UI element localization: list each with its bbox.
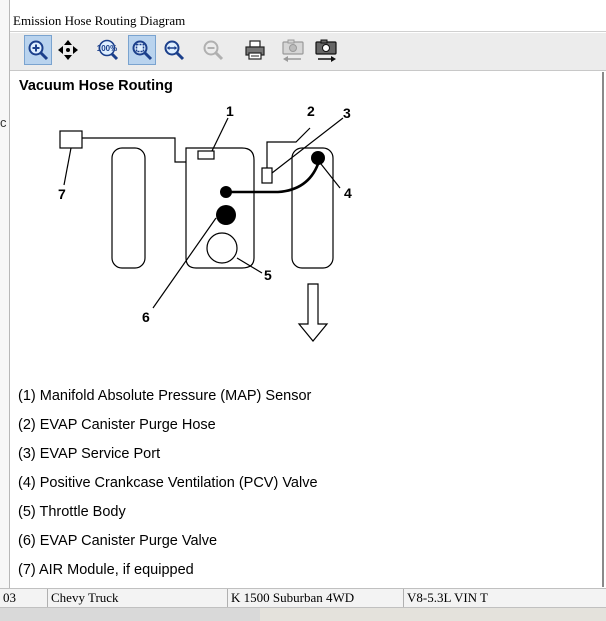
callout-5: 5 [264, 267, 272, 283]
left-panel-edge: c [0, 0, 10, 621]
diagram-window: Emission Hose Routing Diagram [10, 0, 606, 588]
pan-icon [58, 40, 78, 60]
zoom-in-button[interactable] [24, 35, 52, 65]
zoom-out-icon [203, 40, 224, 61]
callout-4: 4 [344, 185, 352, 201]
throttle-body-leader [236, 257, 263, 274]
legend-item: (6) EVAP Canister Purge Valve [18, 533, 218, 549]
map-sensor [197, 150, 215, 160]
air-module-hose [82, 137, 186, 163]
next-image-button[interactable] [312, 35, 340, 65]
pan-button[interactable] [54, 35, 82, 65]
callout-2: 2 [307, 103, 315, 119]
window-title: Emission Hose Routing Diagram [13, 13, 186, 28]
legend-item: (1) Manifold Absolute Pressure (MAP) Sen… [18, 388, 312, 404]
pcv-hose [226, 163, 320, 194]
zoom-out-button[interactable] [199, 35, 227, 65]
evap-port-leader [271, 117, 344, 174]
legend-item: (4) Positive Crankcase Ventilation (PCV)… [18, 475, 318, 491]
pcv-valve-leader [320, 163, 341, 189]
print-button[interactable] [241, 35, 269, 65]
hose-routing-diagram: 1 2 3 4 5 6 7 [58, 103, 352, 342]
status-engine: V8-5.3L VIN T [407, 590, 489, 605]
legend-item: (3) EVAP Service Port [18, 446, 161, 462]
background-window-strip [0, 608, 606, 621]
print-icon [245, 40, 265, 60]
previous-image-button[interactable] [279, 35, 307, 65]
window-titlebar: Emission Hose Routing Diagram [10, 0, 606, 32]
legend-item: (7) AIR Module, if equipped [18, 562, 194, 578]
map-sensor-leader [211, 117, 229, 152]
zoom-in-icon [28, 40, 49, 61]
legend-item: (5) Throttle Body [18, 504, 126, 520]
evap-purge-valve [216, 205, 236, 225]
right-cylinder-bank [291, 147, 334, 269]
status-make: Chevy Truck [48, 589, 228, 607]
zoom-100-button[interactable]: 100% [94, 35, 122, 65]
vehicle-status-bar: 03 Chevy Truck K 1500 Suburban 4WD V8-5.… [0, 588, 606, 621]
camera-forward-icon [315, 39, 337, 62]
left-cylinder-bank [111, 147, 146, 269]
legend-item: (2) EVAP Canister Purge Hose [18, 417, 216, 433]
toolbar: 100% [10, 33, 606, 71]
zoom-width-button[interactable] [160, 35, 188, 65]
intake-manifold [185, 147, 255, 269]
evap-purge-hose [266, 127, 311, 168]
callout-1: 1 [226, 103, 234, 119]
callout-7: 7 [58, 186, 66, 202]
svg-text:100%: 100% [97, 44, 117, 53]
left-panel-glyph: c [0, 115, 7, 130]
throttle-body [206, 232, 238, 264]
pcv-valve [311, 151, 325, 165]
camera-back-icon [282, 39, 304, 62]
air-module [59, 130, 83, 149]
component-legend: (1) Manifold Absolute Pressure (MAP) Sen… [18, 382, 318, 585]
status-year: 03 [0, 589, 48, 607]
evap-service-port [261, 167, 273, 184]
zoom-fit-icon [132, 40, 153, 61]
pcv-port [220, 186, 232, 198]
zoom-width-icon [164, 40, 185, 61]
callout-6: 6 [142, 309, 150, 325]
front-direction-arrow [297, 283, 329, 342]
diagram-content: Vacuum Hose Routing [10, 72, 604, 587]
background-map-fragment [260, 608, 606, 621]
zoom-100-icon: 100% [97, 39, 119, 61]
air-module-leader [63, 147, 72, 186]
callout-3: 3 [343, 105, 351, 121]
zoom-fit-button[interactable] [128, 35, 156, 65]
purge-valve-leader [152, 217, 217, 309]
diagram-heading: Vacuum Hose Routing [19, 78, 173, 94]
status-model: K 1500 Suburban 4WD [228, 589, 404, 607]
